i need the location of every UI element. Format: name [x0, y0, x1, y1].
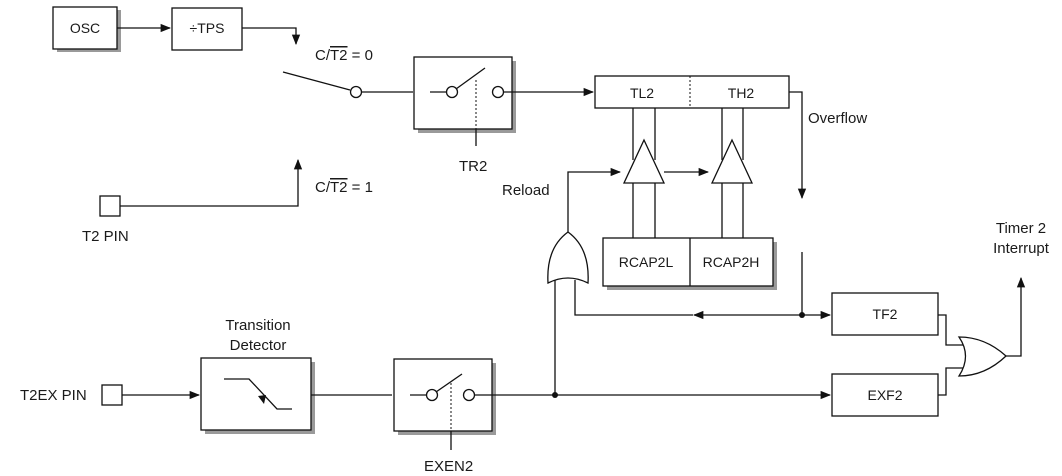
t2-pin-label: T2 PIN — [82, 228, 129, 245]
transition-detector — [200, 357, 315, 434]
overflow-label: Overflow — [808, 110, 867, 127]
tr2-label: TR2 — [459, 158, 487, 175]
interrupt-arrow — [1006, 276, 1026, 357]
overflow-arrow — [789, 91, 807, 200]
exen2-junction — [552, 392, 558, 398]
rcap2h-label: RCAP2H — [703, 254, 760, 270]
rcap2-register: RCAP2L RCAP2H — [602, 237, 777, 290]
exen2-switch-block — [393, 358, 496, 435]
t2ex-pin — [101, 384, 123, 406]
exf2-label: EXF2 — [867, 387, 902, 403]
tps-output-arrow — [242, 27, 301, 46]
rcap2l-label: RCAP2L — [619, 254, 674, 270]
tl2-label: TL2 — [630, 85, 654, 101]
osc-label: OSC — [70, 20, 100, 36]
ct2-zero-label: C/T2 = 0 — [315, 47, 373, 64]
transition-label-line2: Detector — [230, 337, 287, 354]
reload-or-gate — [547, 231, 589, 285]
reload-buffer-high — [710, 108, 754, 238]
reload-line — [567, 167, 622, 258]
t2ex-pin-label: T2EX PIN — [20, 387, 87, 404]
reload-buffer-low — [622, 108, 666, 238]
interrupt-or-gate — [957, 336, 1007, 377]
timer2-interrupt-label-line2: Interrupt — [993, 240, 1050, 257]
ct2-one-label: C/T2 = 1 — [315, 179, 373, 196]
tf2-flag: TF2 — [831, 292, 939, 336]
tf2-label: TF2 — [873, 306, 898, 322]
th2-label: TH2 — [728, 85, 755, 101]
t2-pin-arrow — [120, 158, 303, 207]
tf2-feedback-line — [574, 280, 693, 316]
t2-pin — [99, 195, 121, 217]
exen2-label: EXEN2 — [424, 458, 473, 475]
tps-label: ÷TPS — [190, 20, 225, 36]
tl2-th2-register: TL2 TH2 — [594, 75, 790, 109]
exf2-to-or-line — [938, 367, 965, 396]
tr2-switch-block — [413, 56, 516, 133]
osc-block: OSC — [52, 6, 121, 52]
exf2-flag: EXF2 — [831, 373, 939, 417]
reload-label: Reload — [502, 182, 550, 199]
transition-label-line1: Transition — [225, 317, 290, 334]
timer2-interrupt-label-line1: Timer 2 — [996, 220, 1046, 237]
tps-divider-block: ÷TPS — [171, 7, 243, 51]
ct2-selector-switch — [282, 71, 363, 99]
tf2-to-or-line — [938, 314, 965, 346]
